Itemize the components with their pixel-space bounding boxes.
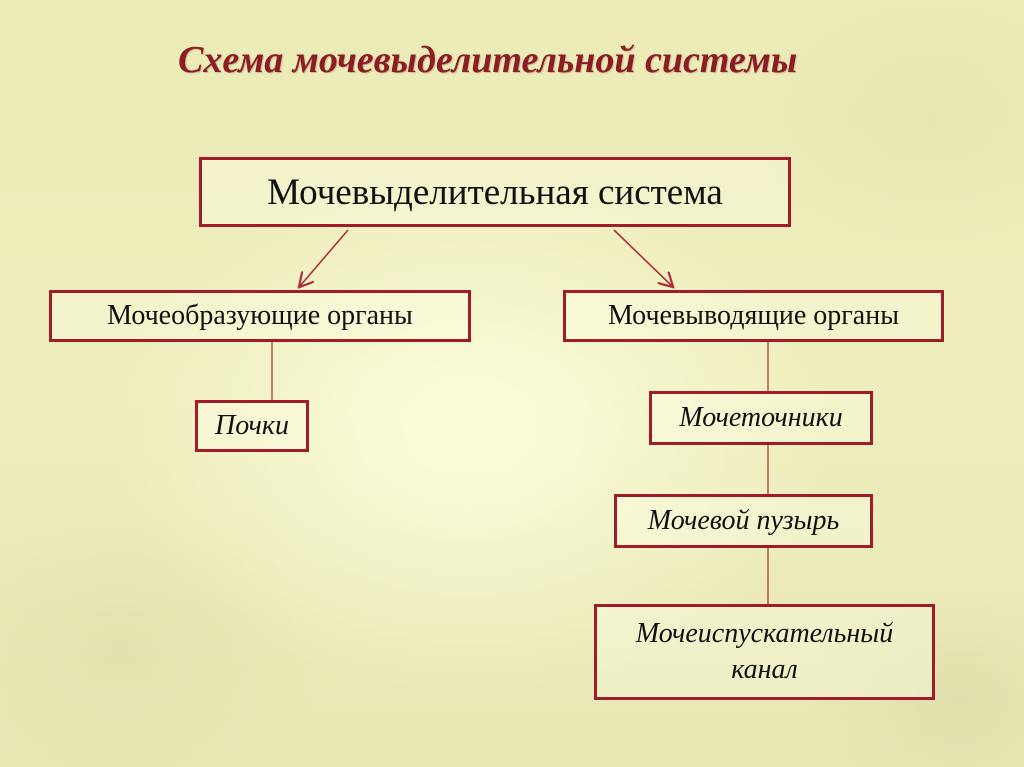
root-node: Мочевыделительная система <box>199 157 791 227</box>
leaf-node-urethra: Мочеиспускательный канал <box>594 604 935 700</box>
branch-node-label: Мочевыводящие органы <box>607 300 900 331</box>
leaf-node-ureters: Мочеточники <box>649 391 873 445</box>
leaf-node-bladder: Мочевой пузырь <box>614 494 873 548</box>
slide-title: Схема мочевыделительной системы <box>178 39 798 81</box>
branch-node-urine-excreting: Мочевыводящие органы <box>563 290 944 342</box>
arrow-root-to-right <box>613 229 672 286</box>
leaf-node-kidneys: Почки <box>195 400 309 452</box>
leaf-node-label-line-2: канал <box>731 654 798 685</box>
leaf-node-label: Мочевой пузырь <box>647 505 840 536</box>
arrow-root-to-left <box>300 229 349 286</box>
branch-node-urine-forming: Мочеобразующие органы <box>49 290 471 342</box>
root-node-label: Мочевыделительная система <box>267 171 723 213</box>
leaf-node-label: Мочеточники <box>679 402 843 433</box>
branch-node-label: Мочеобразующие органы <box>107 300 413 331</box>
leaf-node-label-line-1: Мочеиспускательный <box>635 617 894 649</box>
leaf-node-label: Почки <box>215 410 289 441</box>
